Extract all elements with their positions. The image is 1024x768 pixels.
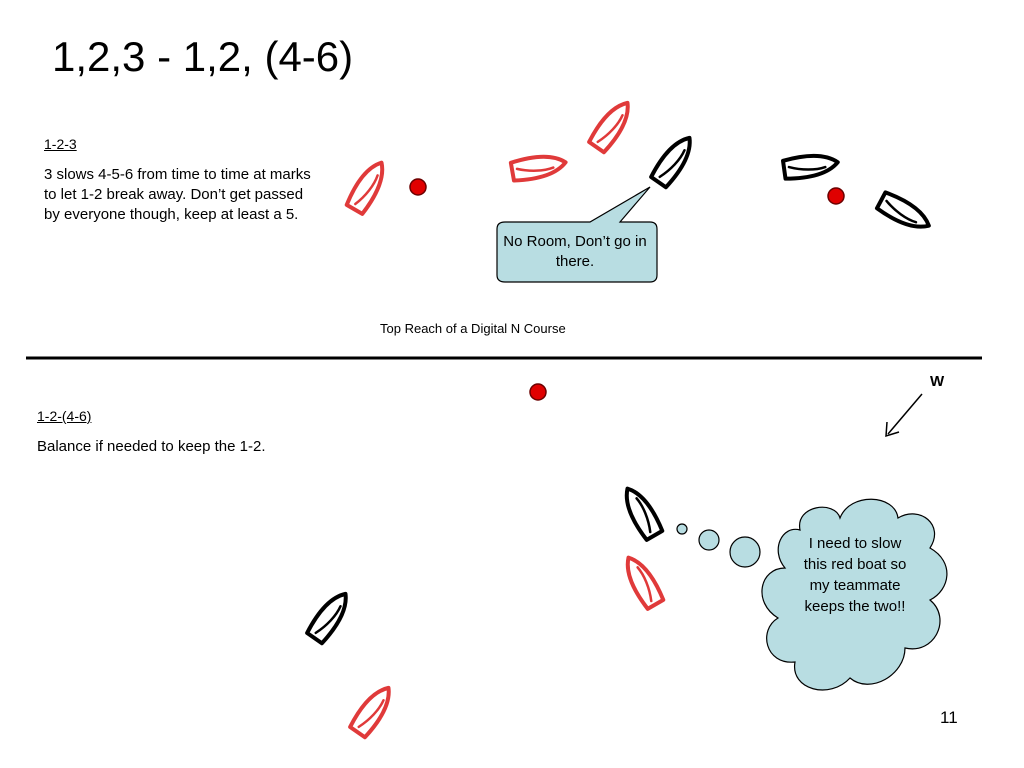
mark-buoy: [827, 187, 845, 205]
black-boat: [876, 191, 933, 235]
black-boat: [647, 129, 701, 191]
top-section-body: 3 slows 4-5-6 from time to time at marks…: [44, 166, 311, 223]
bottom-section-body: Balance if needed to keep the 1-2.: [37, 438, 266, 455]
black-boat: [616, 481, 666, 543]
black-boat: [780, 149, 842, 183]
wind-arrow: [885, 393, 923, 438]
red-boat: [617, 550, 667, 612]
wind-label: W: [930, 373, 945, 390]
top-section-heading: 1-2-3: [44, 136, 77, 152]
red-boat: [346, 679, 400, 741]
red-boat: [585, 94, 639, 156]
bottom-section-heading: 1-2-(4-6): [37, 408, 92, 424]
page-number: 11: [940, 708, 958, 727]
course-caption: Top Reach of a Digital N Course: [380, 321, 566, 336]
mark-buoy: [529, 383, 547, 401]
thought-cloud: [676, 498, 948, 691]
mark-buoy: [409, 178, 427, 196]
callout-cloud-text: I need to slow this red boat so my teamm…: [803, 535, 907, 615]
red-boat: [508, 150, 570, 184]
slide-title: 1,2,3 - 1,2, (4-6): [52, 33, 354, 80]
callout-room-text: No Room, Don’t go in there.: [503, 233, 647, 270]
speech-callout: [496, 186, 658, 283]
red-boat: [343, 155, 393, 217]
black-boat: [303, 585, 357, 647]
